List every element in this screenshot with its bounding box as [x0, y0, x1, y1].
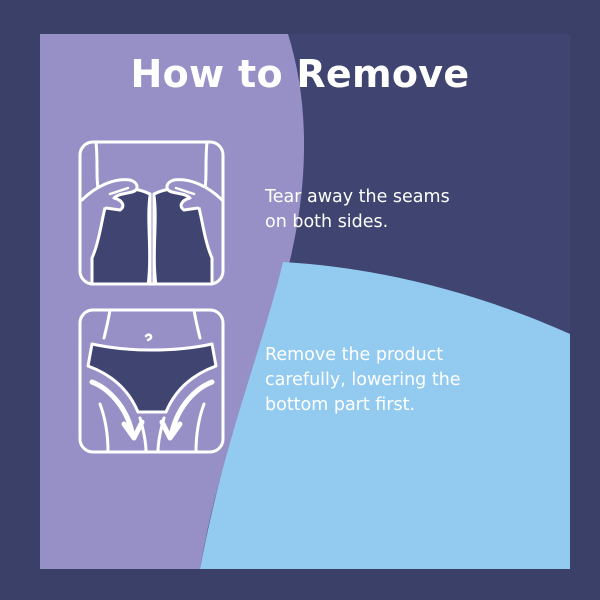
remove-product-illustration — [78, 308, 225, 454]
tear-seams-illustration — [78, 140, 225, 286]
light-blue-shape — [200, 262, 570, 569]
page-title: How to Remove — [130, 52, 470, 96]
step-2-text: Remove the product carefully, lowering t… — [265, 345, 461, 415]
step-1-text: Tear away the seams on both sides. — [265, 187, 450, 232]
